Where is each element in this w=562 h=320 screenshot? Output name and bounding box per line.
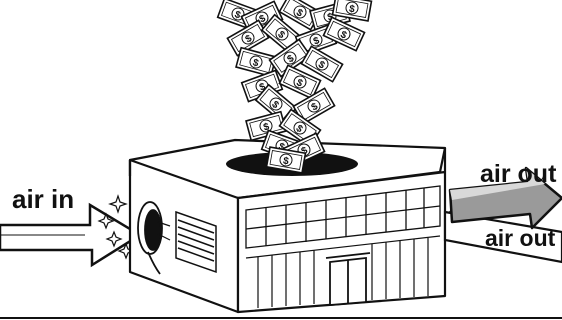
- air-in-arrow: [0, 205, 140, 265]
- air-out-label-top: air out: [480, 160, 557, 188]
- air-out-label-bottom: air out: [485, 225, 556, 251]
- air-in-label: air in: [12, 184, 74, 214]
